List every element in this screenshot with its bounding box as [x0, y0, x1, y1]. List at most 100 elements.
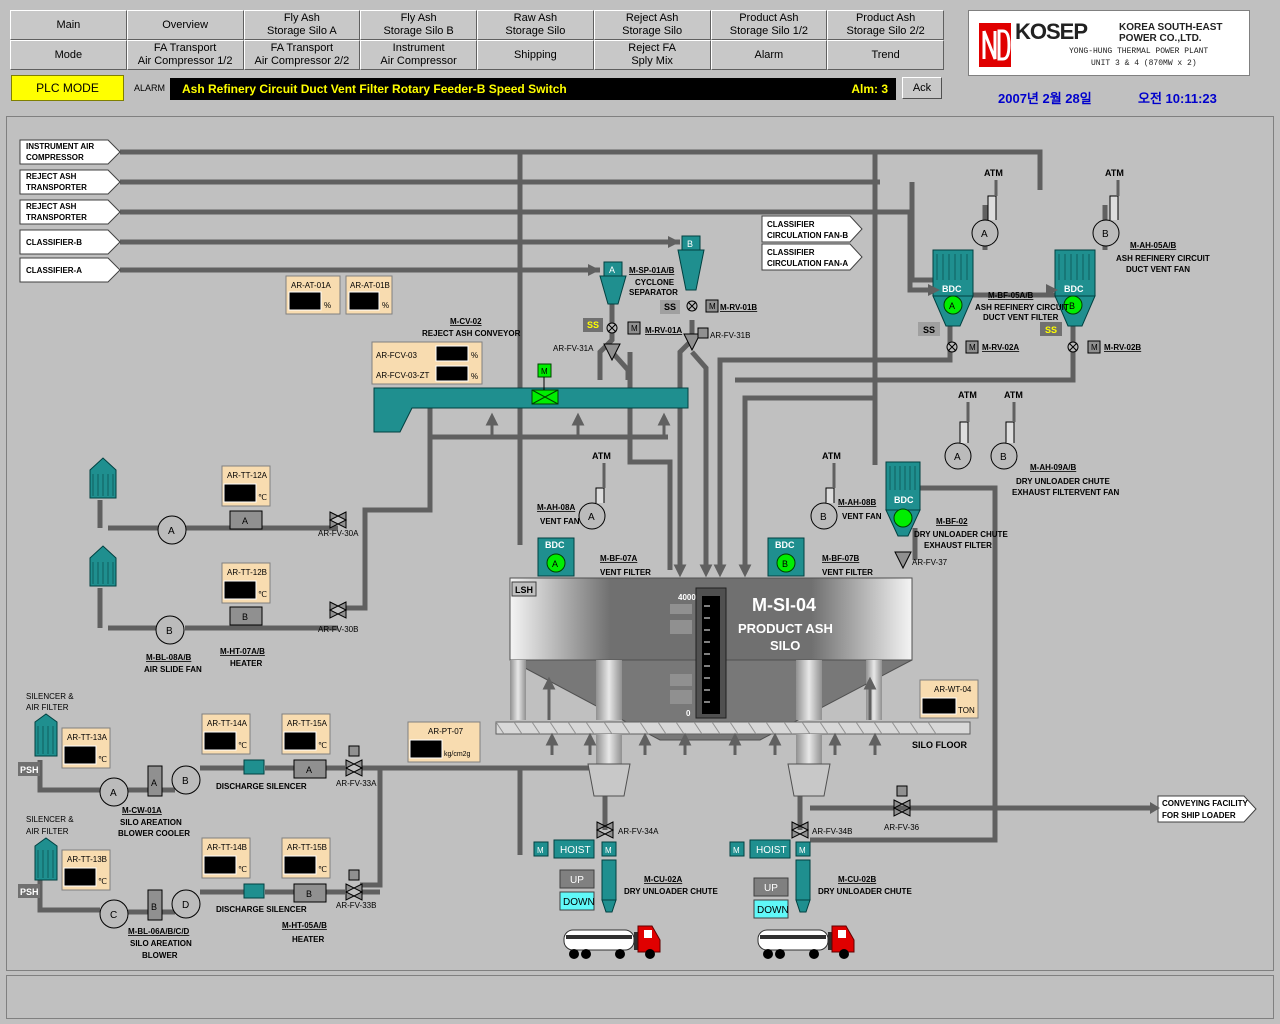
- svg-text:B: B: [1069, 301, 1075, 311]
- svg-text:DRY UNLOADER CHUTE: DRY UNLOADER CHUTE: [1016, 477, 1110, 486]
- svg-text:REJECT ASH CONVEYOR: REJECT ASH CONVEYOR: [422, 329, 521, 338]
- svg-text:A: A: [949, 301, 955, 311]
- vent-filter-bf07a: BDC A: [537, 537, 575, 577]
- svg-text:%: %: [471, 351, 478, 360]
- nav-mode-button[interactable]: Mode: [10, 40, 127, 70]
- nav-shipping-button[interactable]: Shipping: [477, 40, 594, 70]
- svg-text:SS: SS: [664, 302, 676, 312]
- valve-fv34a: AR-FV-34A: [595, 821, 659, 839]
- svg-text:AR-FV-30B: AR-FV-30B: [318, 625, 358, 634]
- down-button-a: DOWN: [559, 891, 595, 911]
- svg-text:BDC: BDC: [775, 540, 795, 550]
- svg-text:VENT FILTER: VENT FILTER: [822, 568, 873, 577]
- duct-vent-filter-bf05a: BDC A: [932, 249, 974, 327]
- svg-text:M-RV-02B: M-RV-02B: [1104, 343, 1141, 352]
- heater-05b: B: [293, 883, 327, 903]
- air-slide-fan-a: A: [157, 515, 187, 545]
- nav-product-ash-silo-2-button[interactable]: Product Ash Storage Silo 2/2: [827, 10, 944, 40]
- vent-filter-bf07b: BDC B: [767, 537, 805, 577]
- svg-text:DRY UNLOADER CHUTE: DRY UNLOADER CHUTE: [818, 887, 912, 896]
- nav-trend-button[interactable]: Trend: [827, 40, 944, 70]
- unloader-chute-b: M: [795, 841, 811, 913]
- plc-mode-indicator[interactable]: PLC MODE: [11, 75, 124, 101]
- duct-vent-fan-ah05b: B ATM: [1092, 168, 1124, 247]
- nav-product-ash-silo-1-button[interactable]: Product Ash Storage Silo 1/2: [710, 10, 828, 40]
- svg-text:M-BF-02: M-BF-02: [936, 517, 968, 526]
- svg-text:M: M: [605, 846, 612, 855]
- ack-button[interactable]: Ack: [902, 77, 942, 99]
- rotary-valve-01b: M M-RV-01B SS: [660, 299, 757, 314]
- svg-text:VENT FAN: VENT FAN: [540, 517, 580, 526]
- inlet-classifier-a: CLASSIFIER-A: [19, 257, 121, 283]
- readout-at01b: AR-AT-01B %: [345, 275, 393, 315]
- svg-text:A: A: [306, 765, 312, 775]
- svg-text:AR-FV-33A: AR-FV-33A: [336, 779, 377, 788]
- svg-text:REJECT ASH: REJECT ASH: [26, 202, 77, 211]
- outlet-classifier-fan-a: CLASSIFIER CIRCULATION FAN-A: [761, 243, 863, 271]
- svg-text:M-RV-01B: M-RV-01B: [720, 303, 757, 312]
- inlet-reject-ash-transporter-1: REJECT ASH TRANSPORTER: [19, 169, 121, 195]
- nav-fa-transport-1-button[interactable]: FA Transport Air Compressor 1/2: [126, 40, 244, 70]
- nav-alarm-button[interactable]: Alarm: [710, 40, 828, 70]
- svg-text:A: A: [954, 452, 961, 463]
- svg-text:CYCLONE: CYCLONE: [635, 278, 675, 287]
- alarm-count: Alm: 3: [851, 82, 888, 96]
- svg-text:AR-TT-12A: AR-TT-12A: [227, 471, 268, 480]
- svg-text:M-AH-09A/B: M-AH-09A/B: [1030, 463, 1076, 472]
- svg-text:A: A: [242, 516, 248, 526]
- nav-overview-button[interactable]: Overview: [126, 10, 244, 40]
- nav-reject-fa-button[interactable]: Reject FA Sply Mix: [593, 40, 711, 70]
- exhaust-fan-ah09b: B ATM: [990, 390, 1023, 470]
- heater-07b: B: [229, 606, 263, 626]
- svg-text:AR-TT-15B: AR-TT-15B: [287, 843, 327, 852]
- rotary-valve-01a: M M-RV-01A SS: [583, 318, 682, 335]
- svg-text:BDC: BDC: [894, 495, 914, 505]
- nav-main-button[interactable]: Main: [10, 10, 127, 40]
- svg-text:EXHAUST FILTERVENT FAN: EXHAUST FILTERVENT FAN: [1012, 488, 1119, 497]
- kosep-logo-icon: [979, 23, 1011, 67]
- svg-text:M: M: [799, 846, 806, 855]
- nav-fly-ash-silo-a-button[interactable]: Fly Ash Storage Silo A: [243, 10, 361, 40]
- svg-text:CLASSIFIER: CLASSIFIER: [767, 220, 815, 229]
- nav-reject-ash-silo-button[interactable]: Reject Ash Storage Silo: [593, 10, 711, 40]
- psh-b: PSH: [18, 884, 40, 898]
- inlet-tags: INSTRUMENT AIR COMPRESSOR REJECT ASH TRA…: [19, 139, 121, 283]
- svg-text:CIRCULATION FAN-A: CIRCULATION FAN-A: [767, 259, 848, 268]
- svg-text:A: A: [151, 778, 157, 788]
- current-date: 2007년 2월 28일: [998, 91, 1092, 106]
- svg-text:SILO: SILO: [770, 638, 800, 653]
- svg-text:DOWN: DOWN: [757, 905, 789, 916]
- nav-fa-transport-2-button[interactable]: FA Transport Air Compressor 2/2: [243, 40, 361, 70]
- svg-text:A: A: [588, 512, 595, 523]
- svg-text:UP: UP: [764, 883, 778, 894]
- svg-text:AR-FV-30A: AR-FV-30A: [318, 529, 359, 538]
- svg-text:AR-FCV-03: AR-FCV-03: [376, 351, 417, 360]
- svg-text:M: M: [541, 367, 548, 376]
- logo-unit-name: UNIT 3 & 4 (870MW x 2): [1091, 59, 1197, 68]
- svg-text:AR-WT-04: AR-WT-04: [934, 685, 972, 694]
- nav-instrument-air-button[interactable]: Instrument Air Compressor: [360, 40, 477, 70]
- svg-text:M-CW-01A: M-CW-01A: [122, 806, 162, 815]
- svg-text:B: B: [687, 239, 693, 249]
- readout-tt12b: AR-TT-12B ℃: [221, 562, 271, 604]
- readout-fcv03: AR-FCV-03 % AR-FCV-03-ZT %: [371, 341, 483, 385]
- rotary-valve-02b: M M-RV-02B SS: [1040, 322, 1141, 354]
- svg-text:M-AH-05A/B: M-AH-05A/B: [1130, 241, 1176, 250]
- alarm-banner[interactable]: Ash Refinery Circuit Duct Vent Filter Ro…: [170, 78, 896, 100]
- svg-text:℃: ℃: [258, 590, 267, 599]
- svg-text:AR-FV-34B: AR-FV-34B: [812, 827, 852, 836]
- svg-text:ATM: ATM: [592, 451, 611, 461]
- nav-raw-ash-silo-button[interactable]: Raw Ash Storage Silo: [477, 10, 594, 40]
- svg-text:SEPARATOR: SEPARATOR: [629, 288, 678, 297]
- nav-fly-ash-silo-b-button[interactable]: Fly Ash Storage Silo B: [360, 10, 477, 40]
- outlet-ship-loader: CONVEYING FACILITY FOR SHIP LOADER: [1157, 795, 1257, 823]
- svg-text:M-BL-08A/B: M-BL-08A/B: [146, 653, 192, 662]
- cyclone-separator-b: B: [677, 235, 705, 291]
- silencer-filter-a: [34, 713, 58, 757]
- svg-text:TRANSPORTER: TRANSPORTER: [26, 213, 87, 222]
- svg-text:℃: ℃: [98, 877, 107, 886]
- svg-text:M: M: [709, 302, 716, 311]
- svg-text:kg/cm2g: kg/cm2g: [444, 751, 471, 758]
- svg-text:AR-TT-12B: AR-TT-12B: [227, 568, 267, 577]
